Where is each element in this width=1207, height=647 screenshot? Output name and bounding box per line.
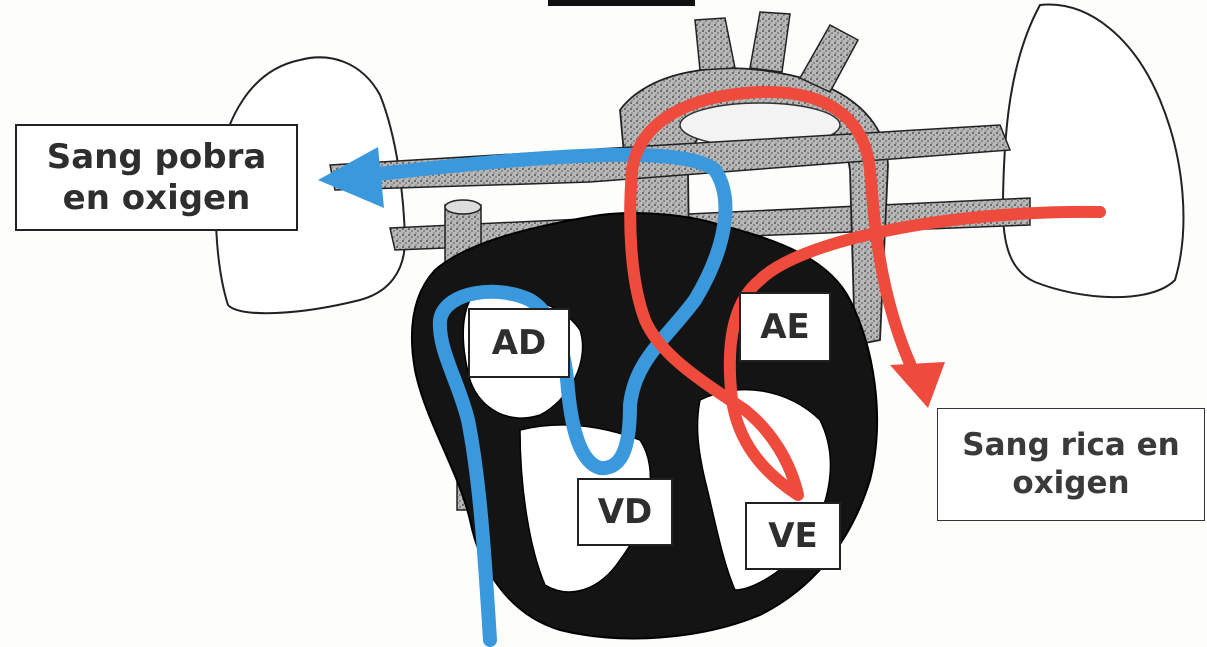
- oxygenated-blood-text: Sang rica en oxigen: [951, 427, 1191, 501]
- left-ventricle-label: VE: [745, 502, 841, 570]
- left-atrium-label: AE: [739, 292, 831, 362]
- vena-cava-opening: [445, 200, 481, 214]
- right-ventricle-label: VD: [577, 478, 673, 546]
- right-atrium-label: AD: [468, 308, 570, 378]
- oxygenated-blood-label: Sang rica en oxigen: [937, 408, 1205, 521]
- right-lung: [1003, 5, 1184, 298]
- deoxygenated-blood-text: Sang pobra en oxigen: [42, 137, 272, 219]
- deoxygenated-blood-label: Sang pobra en oxigen: [15, 124, 298, 231]
- oxygenated-arrowhead: [890, 362, 945, 408]
